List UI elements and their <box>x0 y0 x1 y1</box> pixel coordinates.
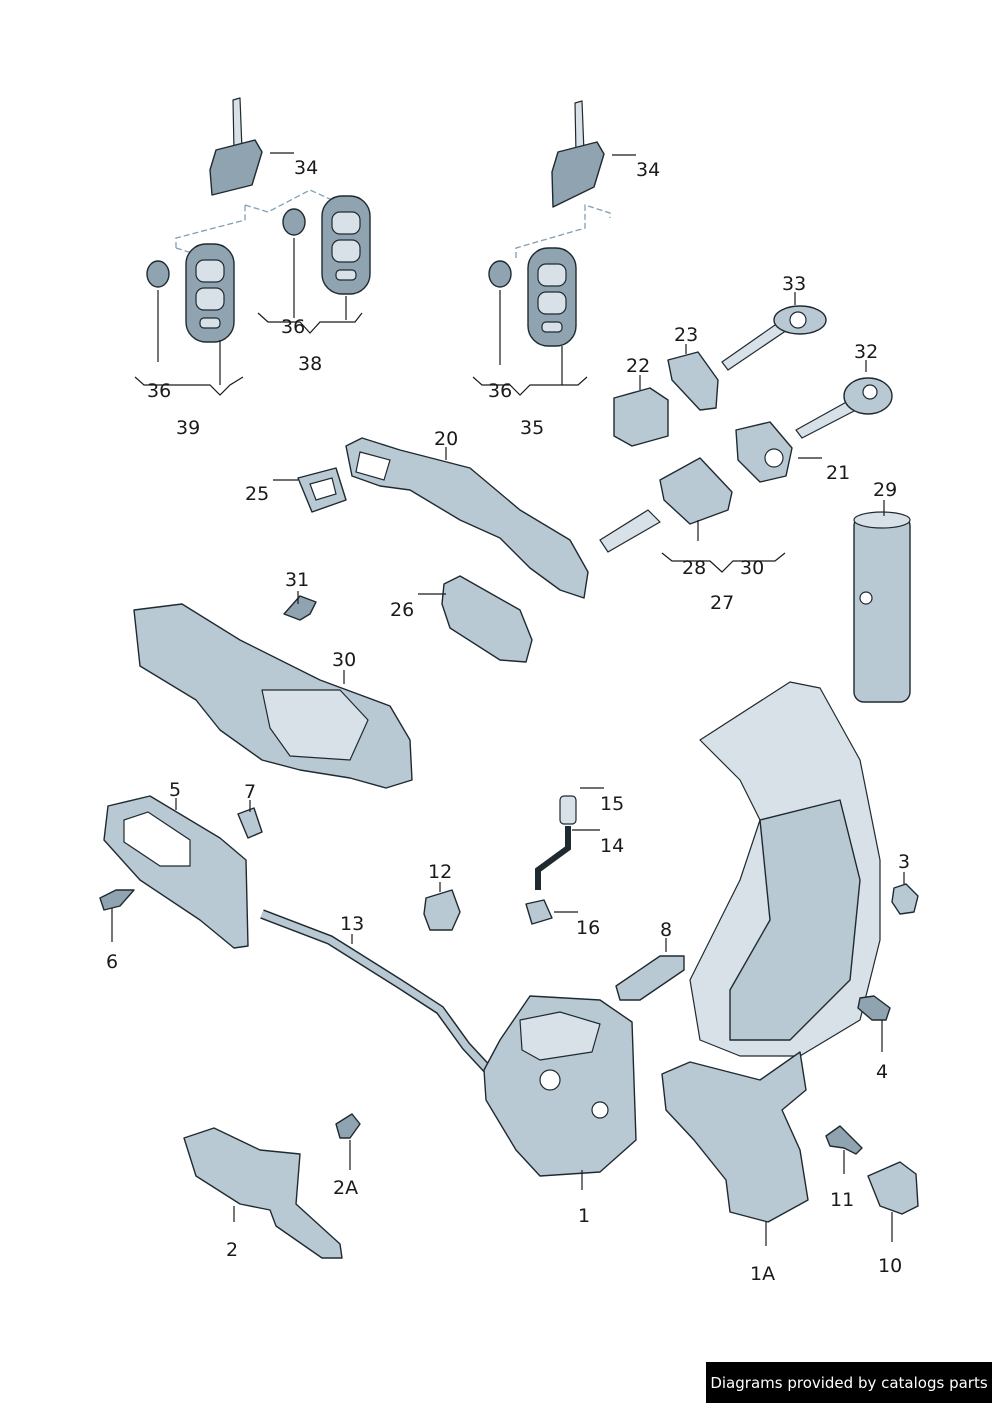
callout-12: 12 <box>428 861 452 883</box>
callout-1: 1 <box>578 1205 590 1227</box>
bracket-21 <box>735 421 793 483</box>
callout-30-a: 30 <box>740 557 764 579</box>
remote-fob-35 <box>527 247 577 347</box>
callout-21: 21 <box>826 462 850 484</box>
callout-38: 38 <box>298 353 322 375</box>
callout-14: 14 <box>600 835 624 857</box>
callout-36-c: 36 <box>488 380 512 402</box>
bolt-15 <box>559 795 577 825</box>
remote-fob-38 <box>321 195 371 295</box>
callout-20: 20 <box>434 428 458 450</box>
bowden-cable-13 <box>260 909 496 1078</box>
callout-31: 31 <box>285 569 309 591</box>
callout-36-a: 36 <box>147 380 171 402</box>
battery-36-a <box>146 260 170 288</box>
seal-23 <box>667 351 719 411</box>
gasket-25-opening <box>309 477 337 501</box>
screw-31 <box>283 595 317 621</box>
callout-34-right: 34 <box>636 159 660 181</box>
door-handle-20-slot <box>355 451 391 481</box>
callout-4: 4 <box>876 1061 888 1083</box>
callout-3: 3 <box>898 851 910 873</box>
callout-2: 2 <box>226 1239 238 1261</box>
door-handle-20 <box>345 437 589 599</box>
battery-36-c <box>488 260 512 288</box>
bracket-21-hole <box>764 448 784 468</box>
switch-8 <box>615 955 685 1001</box>
key-32 <box>795 377 893 439</box>
key-33 <box>721 305 827 371</box>
callout-10: 10 <box>878 1255 902 1277</box>
lock-cover-1A <box>661 1051 809 1223</box>
callout-28: 28 <box>682 557 706 579</box>
footer-banner: Diagrams provided by catalogs parts <box>706 1362 992 1403</box>
callout-6: 6 <box>106 951 118 973</box>
callout-29: 29 <box>873 479 897 501</box>
bracket-2 <box>183 1127 343 1259</box>
battery-36-b <box>282 208 306 236</box>
callout-2A: 2A <box>333 1177 358 1199</box>
key-blade-34-right <box>551 100 605 208</box>
door-frame-panel <box>729 799 861 1041</box>
door-lock-1 <box>483 995 637 1177</box>
callout-15: 15 <box>600 793 624 815</box>
callout-26: 26 <box>390 599 414 621</box>
callout-33: 33 <box>782 273 806 295</box>
screw-6 <box>99 889 135 911</box>
callout-39: 39 <box>176 417 200 439</box>
grommet-16 <box>525 899 553 925</box>
leader-lines <box>111 152 905 1246</box>
callout-13: 13 <box>340 913 364 935</box>
callout-25: 25 <box>245 483 269 505</box>
key-blade-34-left <box>209 97 263 196</box>
handle-carrier-30-insert <box>261 689 369 761</box>
callout-7: 7 <box>244 781 256 803</box>
callout-11: 11 <box>830 1189 854 1211</box>
callout-5: 5 <box>169 779 181 801</box>
cap-22 <box>613 387 669 447</box>
callout-30-b: 30 <box>332 649 356 671</box>
bolt-4 <box>857 995 891 1021</box>
striker-10 <box>867 1161 919 1215</box>
interior-handle-5-opening <box>123 811 191 867</box>
callout-1A: 1A <box>750 1263 775 1285</box>
spray-can-29 <box>853 511 911 703</box>
callout-36-b: 36 <box>281 316 305 338</box>
callout-34-left: 34 <box>294 157 318 179</box>
clip-12 <box>423 889 461 931</box>
rivet-2A <box>335 1113 361 1139</box>
lock-cylinder-28 <box>599 457 733 553</box>
assembly-dashed-line-left <box>175 189 333 255</box>
bowden-cable-13-core <box>260 910 495 1077</box>
remote-fob-39 <box>185 243 235 343</box>
callout-27: 27 <box>710 592 734 614</box>
screw-11 <box>825 1125 863 1155</box>
callout-16: 16 <box>576 917 600 939</box>
nut-3 <box>891 883 919 915</box>
rod-14 <box>535 826 571 890</box>
footer-text: Diagrams provided by catalogs parts <box>710 1373 988 1392</box>
callout-8: 8 <box>660 919 672 941</box>
callout-32: 32 <box>854 341 878 363</box>
gasket-26 <box>441 575 533 663</box>
callout-22: 22 <box>626 355 650 377</box>
assembly-dashed-line-right <box>515 204 611 258</box>
interior-handle-5 <box>103 795 249 949</box>
callout-23: 23 <box>674 324 698 346</box>
clip-7 <box>237 807 263 839</box>
callout-35: 35 <box>520 417 544 439</box>
